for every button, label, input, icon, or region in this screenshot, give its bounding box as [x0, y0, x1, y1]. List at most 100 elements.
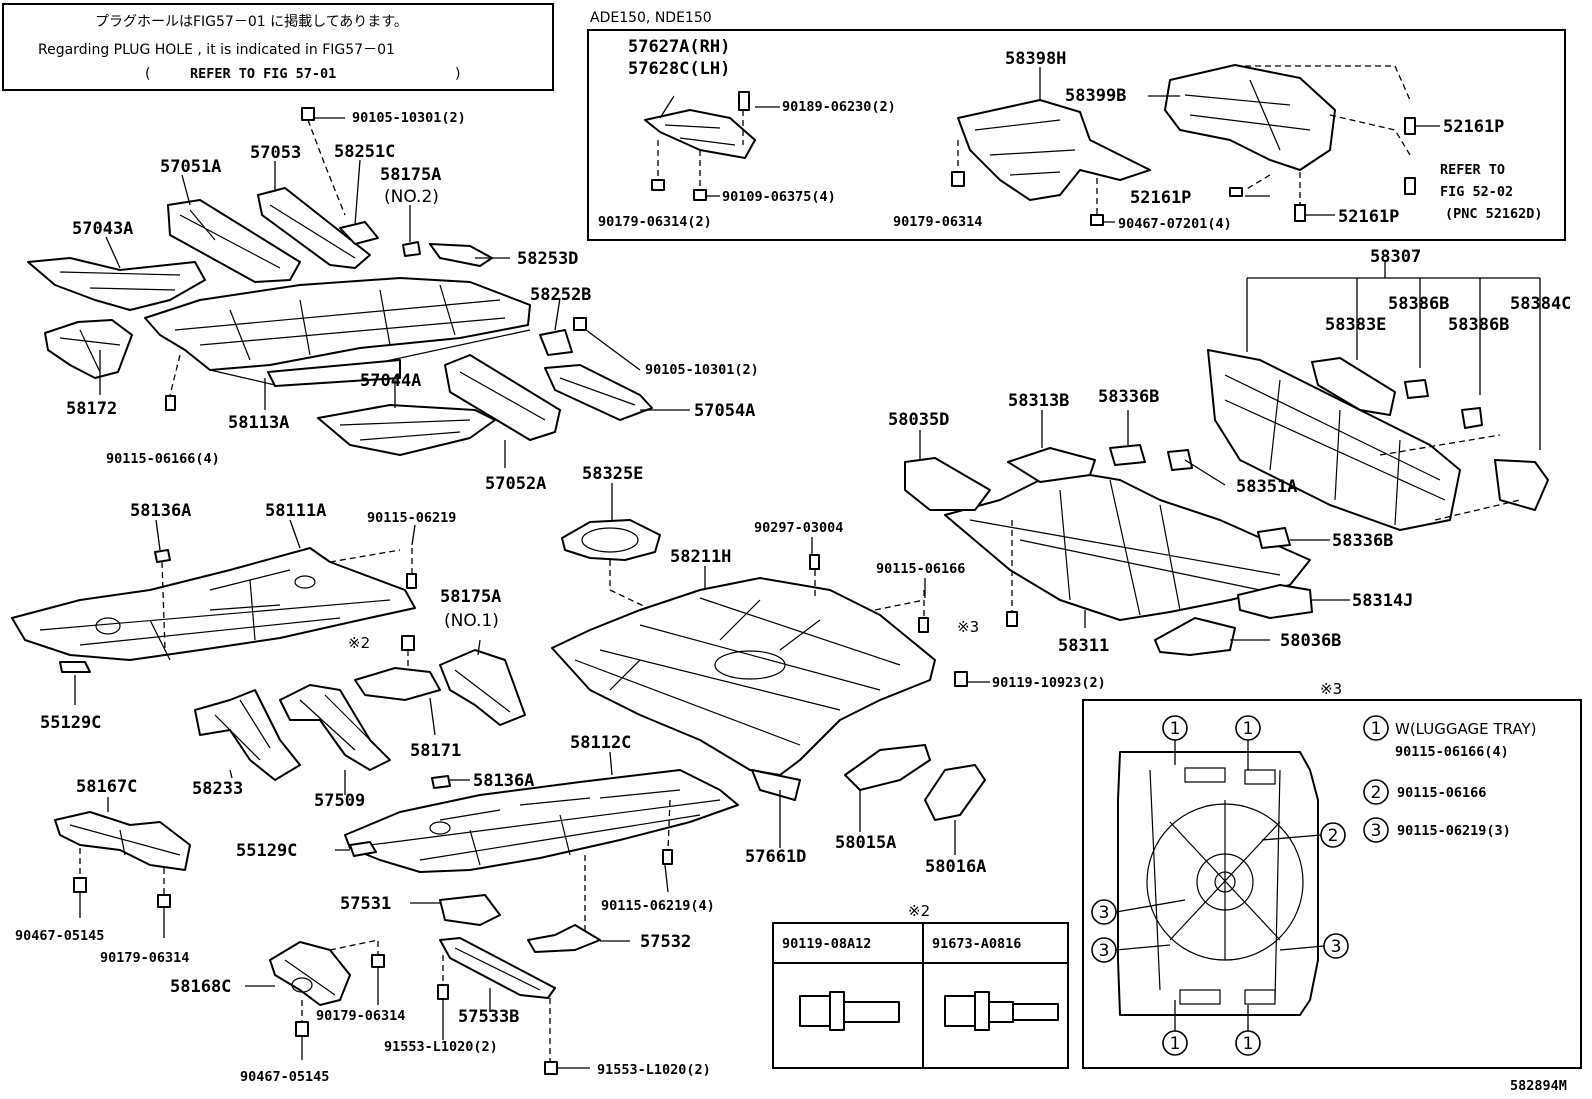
- center-floor-group: 58325E 90297-03004 58211H 90115-06166 90…: [551, 464, 1106, 877]
- label-52161p-b: 52161P: [1130, 188, 1191, 208]
- label-90115-06166-b: 90115-06166: [876, 561, 965, 577]
- label-90467-05145-a: 90467-05145: [15, 928, 104, 944]
- bracket-58253d-shape: [429, 243, 493, 267]
- label-57051a: 57051A: [160, 157, 221, 177]
- table-col2-part: 91673-A0816: [932, 936, 1021, 952]
- header-note-refer: REFER TO FIG 57-01: [190, 66, 336, 82]
- bolt-90105-a-icon: [301, 107, 315, 121]
- member-57054a-shape: [544, 364, 653, 421]
- lower-center-group: 57531 57532 57533B 91553-L1020(2) 91553-…: [340, 894, 711, 1078]
- rear-floor-group: 58035D 58313B 58336B 58351A 58336B 58314…: [888, 387, 1413, 656]
- label-58111a: 58111A: [265, 501, 326, 521]
- bracket-58384c-end-shape: [1494, 459, 1549, 511]
- label-58398h: 58398H: [1005, 49, 1066, 69]
- label-55129c-b: 55129C: [236, 841, 297, 861]
- bracket-58036b-shape: [1154, 617, 1236, 656]
- header-note-line1: プラグホールはFIG57－01 に掲載してあります。: [95, 14, 408, 30]
- label-58351a: 58351A: [1236, 477, 1297, 497]
- floor-58113a-shape: [144, 277, 531, 371]
- legend-part-2: 90115-06166: [1397, 785, 1486, 801]
- callout-1-br: 1: [1243, 1034, 1254, 1054]
- header-note-paren-open: (: [145, 66, 150, 82]
- label-58252b: 58252B: [530, 285, 591, 305]
- label-90115-06166-a: 90115-06166(4): [106, 451, 220, 467]
- label-58314j: 58314J: [1352, 591, 1413, 611]
- bracket-58313b-shape: [1007, 447, 1096, 483]
- nut-90467-b-icon: [295, 1021, 309, 1037]
- label-90467-07201: 90467-07201(4): [1118, 216, 1232, 232]
- label-mark2: ※2: [348, 634, 370, 652]
- bolt-91673-a0816-icon: [944, 991, 1059, 1031]
- label-90109-06375: 90109-06375(4): [722, 189, 836, 205]
- label-90189-06230: 90189-06230(2): [782, 99, 896, 115]
- label-58175a-no2: 58175A: [380, 165, 441, 185]
- label-58136a-a: 58136A: [130, 501, 191, 521]
- clip-52161p-a-icon: [1404, 117, 1416, 135]
- inset-model-label: ADE150, NDE150: [590, 10, 712, 26]
- label-58113a: 58113A: [228, 413, 289, 433]
- label-90115-06219-b: 90115-06219(4): [601, 898, 715, 914]
- clip-90179b-icon: [951, 171, 965, 187]
- bolt-90115d-icon: [662, 849, 673, 865]
- clip-52161p-b-icon: [1229, 187, 1243, 197]
- cover-58398h-shape: [957, 99, 1151, 201]
- label-58336b-b: 58336B: [1332, 531, 1393, 551]
- label-90297-03004: 90297-03004: [754, 520, 843, 536]
- rear-mat-group: 58112C 58136A 55129C 90115-06219(4): [236, 733, 739, 935]
- bracket-58016a-shape: [924, 764, 986, 821]
- label-57043a: 57043A: [72, 219, 133, 239]
- label-58015a: 58015A: [835, 833, 896, 853]
- callout-1-tr: 1: [1243, 719, 1254, 739]
- bracket-58035d-shape: [904, 457, 991, 511]
- label-58233: 58233: [192, 779, 243, 799]
- bracket-57531-shape: [439, 894, 501, 926]
- bolt-90115-a-icon: [165, 395, 176, 411]
- bracket-57627a-shape: [644, 109, 756, 159]
- label-58036b: 58036B: [1280, 631, 1341, 651]
- label-58016a: 58016A: [925, 857, 986, 877]
- clip-55129c-a-shape: [59, 661, 91, 673]
- lower-left-group: 58167C 90467-05145 90179-06314 58168C 90…: [15, 777, 405, 1085]
- rail-57661d-shape: [751, 769, 801, 801]
- label-58311: 58311: [1058, 636, 1109, 656]
- bracket-58252b-shape: [539, 329, 573, 356]
- bolt-90119-08a12-icon: [799, 991, 900, 1031]
- bracket-58175a-no1-shape: [439, 649, 526, 726]
- label-91553-l1020-a: 91553-L1020(2): [384, 1039, 498, 1055]
- label-58035d: 58035D: [888, 410, 949, 430]
- luggage-floor-shape: [1117, 751, 1319, 1016]
- legend-part-3: 90115-06219(3): [1397, 823, 1511, 839]
- bracket-58383e-shape: [1311, 357, 1396, 416]
- label-90179-06314-d: 90179-06314: [316, 1008, 405, 1024]
- label-91553-l1020-b: 91553-L1020(2): [597, 1062, 711, 1078]
- bracket-58251c-shape: [339, 221, 379, 245]
- bolt-90105-b-icon: [573, 317, 587, 331]
- label-58167c: 58167C: [76, 777, 137, 797]
- refer-line3: (PNC 52162D): [1445, 206, 1543, 222]
- label-58386b-a: 58386B: [1388, 294, 1449, 314]
- bracket-58171-shape: [354, 667, 441, 701]
- label-52161p-c: 52161P: [1338, 207, 1399, 227]
- label-90179-06314-a: 90179-06314(2): [598, 214, 712, 230]
- label-52161p-a: 52161P: [1443, 117, 1504, 137]
- label-57533b: 57533B: [458, 1007, 519, 1027]
- legend-num-2: 2: [1371, 783, 1382, 803]
- member-57043a-shape: [27, 257, 206, 311]
- label-mark3: ※3: [957, 618, 979, 636]
- label-90105-10301-a: 90105-10301(2): [352, 110, 466, 126]
- nut-90109-icon: [693, 189, 707, 201]
- label-57054a: 57054A: [694, 401, 755, 421]
- member-57052a-shape: [444, 354, 561, 441]
- label-57053: 57053: [250, 143, 301, 163]
- label-no2: (NO.2): [384, 187, 439, 207]
- bracket-58314j-shape: [1237, 584, 1313, 619]
- label-58313b: 58313B: [1008, 391, 1069, 411]
- label-58383e: 58383E: [1325, 315, 1386, 335]
- floor-mat-group: 58136A 58111A 90115-06219 55129C: [11, 501, 456, 733]
- header-note: プラグホールはFIG57－01 に掲載してあります。 Regarding PLU…: [2, 3, 554, 91]
- clip-58136a-b-shape: [431, 775, 451, 789]
- legend-mark3-title: ※3: [1320, 680, 1342, 698]
- rail-58113a-shape: [267, 359, 401, 387]
- label-90179-06314-b: 90179-06314: [893, 214, 982, 230]
